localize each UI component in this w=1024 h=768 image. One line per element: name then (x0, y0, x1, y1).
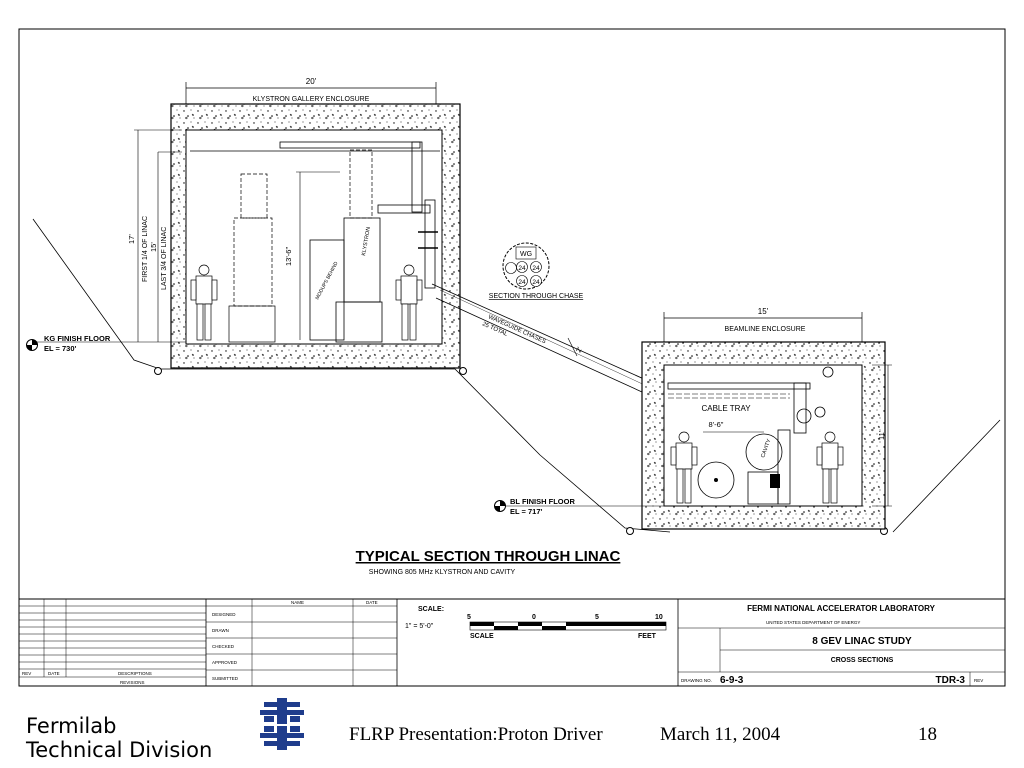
tb-date2: DATE (366, 600, 378, 605)
kg-el-label: EL = 730' (44, 344, 77, 353)
tb-rev2: REV (974, 678, 983, 683)
tb-bar-5a: 5 (467, 614, 471, 621)
ground-line-right (892, 419, 1001, 533)
cable-tray-label: CABLE TRAY (701, 404, 751, 413)
kg-floor-marker: KG FINISH FLOOR EL = 730' (26, 334, 186, 353)
wg-label: WG (520, 251, 532, 258)
title-block (18, 598, 1006, 687)
tb-drawing-no: 6-9-3 (720, 675, 744, 686)
tb-descriptions: DESCRIPTIONS (118, 671, 152, 676)
tb-rev: REV (22, 671, 31, 676)
dim-13-6: 13'-6" (284, 247, 293, 266)
tb-drawn: DRAWN (212, 628, 229, 633)
klystron-gallery: 20' KLYSTRON GALLERY ENCLOSURE MODUPS BE… (127, 77, 461, 369)
footer-org-line1: Fermilab (26, 714, 117, 738)
tb-bar-10: 10 (655, 614, 663, 621)
tb-drawing-no-label: DRAWING NO. (681, 678, 712, 683)
linac-section-drawing: 20' KLYSTRON GALLERY ENCLOSURE MODUPS BE… (18, 28, 1006, 687)
tb-scale-value: 1" = 5'-0" (405, 623, 434, 630)
footer-org-line2: Technical Division (26, 738, 213, 762)
tb-doe: UNITED STATES DEPARTMENT OF ENERGY (766, 620, 860, 625)
dim-15-gallery: 15' (149, 242, 158, 252)
bl-floor-label: BL FINISH FLOOR (510, 497, 575, 506)
scale-bar (469, 621, 667, 631)
chase-24-d: 24 (532, 279, 540, 286)
tb-study: 8 GEV LINAC STUDY (812, 636, 912, 647)
chase-24-c: 24 (518, 279, 526, 286)
chase-24-a: 24 (518, 265, 526, 272)
tb-feet-word: FEET (638, 633, 657, 640)
dim-2: 2' (575, 346, 584, 354)
dim-11: 11' (877, 430, 886, 440)
beamline-enclosure: 15' BEAMLINE ENCLOSURE CABLE TRAY 8'-6" … (641, 307, 892, 530)
tb-submitted: SUBMITTED (212, 676, 239, 681)
dim-17: 17' (127, 234, 136, 244)
tb-tdr: TDR-3 (936, 675, 966, 686)
footer-organization: Fermilab Technical Division (26, 714, 212, 762)
kg-floor-label: KG FINISH FLOOR (44, 334, 111, 343)
first-quarter-label: FIRST 1/4 OF LINAC (142, 216, 149, 282)
tb-bar-5b: 5 (595, 614, 599, 621)
ground-line-left (32, 218, 671, 533)
bl-floor-marker: BL FINISH FLOOR EL = 717' (494, 497, 664, 516)
tb-scale-word: SCALE (470, 633, 494, 640)
tb-bar-0: 0 (532, 614, 536, 621)
fermilab-logo (260, 698, 304, 750)
footer-page-number: 18 (918, 724, 937, 745)
beam-width-label: 15' (758, 307, 769, 316)
tb-checked: CHECKED (212, 644, 235, 649)
footer-date: March 11, 2004 (660, 724, 781, 745)
tb-revisions: REVISIONS (120, 680, 145, 685)
main-subtitle: SHOWING 805 MHz KLYSTRON AND CAVITY (369, 569, 516, 576)
chase-24-b: 24 (532, 265, 540, 272)
tb-approved: APPROVED (212, 660, 238, 665)
section-through-chase: WG 24 24 24 24 SECTION THROUGH CHASE (489, 242, 584, 300)
tb-designed: DESIGNED (212, 612, 236, 617)
bl-el-label: EL = 717' (510, 507, 543, 516)
tb-sections: CROSS SECTIONS (831, 657, 894, 664)
klystron-label: KLYSTRON (361, 226, 372, 256)
section-chase-label: SECTION THROUGH CHASE (489, 293, 584, 300)
tb-scale-label: SCALE: (418, 606, 444, 613)
gallery-width-label: 20' (306, 77, 317, 86)
waveguide-chase: WAVEGUIDE CHASES 25 TOTAL 2' (431, 283, 665, 403)
footer-presentation: FLRP Presentation:Proton Driver (349, 724, 603, 745)
tb-date: DATE (48, 671, 60, 676)
beamline-title: BEAMLINE ENCLOSURE (725, 326, 806, 333)
last-three-quarters-label: LAST 3/4 OF LINAC (161, 227, 168, 290)
gallery-title: KLYSTRON GALLERY ENCLOSURE (253, 96, 370, 103)
dim-8-6: 8'-6" (709, 420, 724, 429)
main-title: TYPICAL SECTION THROUGH LINAC (356, 548, 621, 565)
tb-name: NAME (291, 600, 304, 605)
tb-lab: FERMI NATIONAL ACCELERATOR LABORATORY (747, 604, 936, 613)
